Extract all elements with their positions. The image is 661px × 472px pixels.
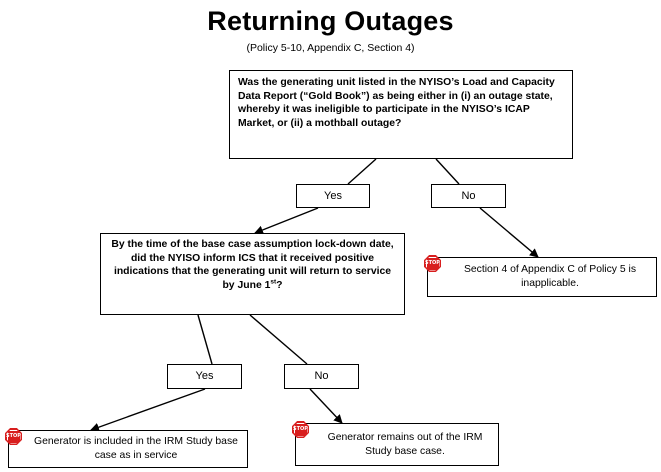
question-return-superscript: st	[270, 278, 277, 286]
result-box-inapplicable: STOP Section 4 of Appendix C of Policy 5…	[424, 255, 657, 297]
question-outage-state-text: Was the generating unit listed in the NY…	[238, 77, 555, 130]
stop-sign-icon: STOP	[5, 428, 22, 445]
page-title: Returning Outages	[207, 6, 454, 36]
arrow-q2-to-no	[249, 314, 308, 365]
page-subtitle: (Policy 5-10, Appendix C, Section 4)	[246, 42, 415, 54]
answer-yes-label-2: Yes	[195, 370, 214, 383]
arrow-yes-to-included	[90, 388, 206, 432]
result-included-text: Generator is included in the IRM Study b…	[34, 436, 238, 461]
answer-no-label-1: No	[461, 189, 476, 202]
question-box-return-to-service: By the time of the base case assumption …	[100, 233, 405, 315]
result-out-text: Generator remains out of the IRM Study b…	[327, 431, 483, 457]
stop-sign-icon: STOP	[292, 421, 309, 438]
arrow-q1-to-no	[435, 158, 460, 185]
answer-no-label-2: No	[314, 370, 329, 383]
question-return-text: By the time of the base case assumption …	[111, 239, 394, 292]
question-box-outage-state: Was the generating unit listed in the NY…	[229, 70, 573, 159]
answer-no-box-2: No	[284, 364, 359, 389]
arrow-no-to-inapplicable	[479, 207, 539, 258]
result-box-out: STOP Generator remains out of the IRM St…	[292, 421, 499, 466]
stop-sign-icon: STOP	[424, 255, 441, 272]
question-return-end: ?	[276, 280, 283, 292]
arrow-q2-to-yes	[197, 314, 213, 365]
result-inapplicable-text: Section 4 of Appendix C of Policy 5 is i…	[463, 264, 637, 289]
arrow-q1-to-yes	[347, 158, 377, 185]
answer-yes-label-1: Yes	[324, 189, 342, 202]
arrow-yes-to-q2	[254, 207, 319, 235]
result-box-included: STOP Generator is included in the IRM St…	[5, 428, 248, 468]
answer-yes-box-1: Yes	[296, 184, 370, 208]
arrow-no-to-out	[309, 388, 343, 424]
answer-yes-box-2: Yes	[167, 364, 242, 389]
answer-no-box-1: No	[431, 184, 506, 208]
